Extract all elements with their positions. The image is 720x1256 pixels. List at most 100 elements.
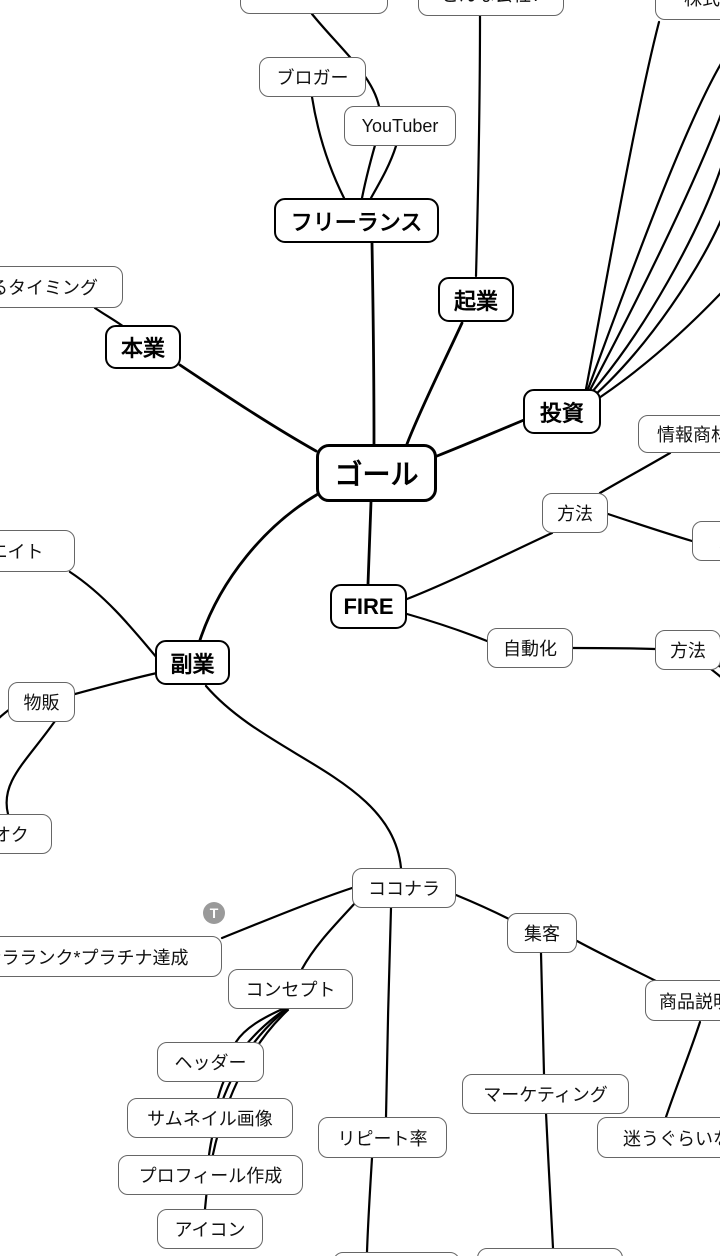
node-automation[interactable]: 自動化 (487, 628, 573, 668)
edge-resale-sidejob (73, 671, 159, 696)
edge-attract-productdesc (575, 939, 660, 984)
node-repeat-rate[interactable]: リピート率 (318, 1117, 447, 1158)
node-label: ヘッダー (174, 1053, 247, 1073)
edge-sidejob-coconala (204, 684, 403, 870)
node-platinum-rank[interactable]: ナラランク*プラチナ達成 (0, 936, 222, 977)
node-investment[interactable]: 投資 (523, 389, 601, 434)
node-quit-timing[interactable]: るタイミング (0, 266, 123, 308)
edge-root-fire (366, 500, 373, 586)
edge-root-startup (405, 321, 464, 446)
node-label: FIRE (343, 593, 394, 619)
node-label: リピート率 (337, 1128, 428, 1149)
node-fire[interactable]: FIRE (330, 584, 407, 629)
node-label: 本業 (120, 336, 165, 361)
t-badge-icon[interactable]: T (203, 902, 225, 924)
edge-marketing-bottom (544, 1111, 555, 1250)
node-marketing[interactable]: マーケティング (462, 1074, 629, 1114)
node-label: 集客 (524, 924, 560, 944)
node-s-partial[interactable]: ス (692, 521, 720, 561)
node-freelance[interactable]: フリーランス (274, 198, 439, 243)
node-label: コンセプト (245, 980, 336, 1000)
node-label: 自動化 (503, 639, 557, 659)
node-label: 株式投資 (684, 0, 720, 11)
node-attract-customers[interactable]: 集客 (507, 913, 577, 953)
node-label: サムネイル画像 (147, 1109, 273, 1129)
node-label: 起業 (453, 288, 498, 314)
edge-repeat-bottom (365, 1156, 374, 1254)
edge-resale-auction (5, 719, 57, 816)
node-header[interactable]: ヘッダー (157, 1042, 264, 1082)
node-side-job[interactable]: 副業 (155, 640, 230, 685)
node-label: エイト (0, 542, 44, 562)
edge-coconala-rank (220, 886, 354, 940)
node-label: 投資 (539, 400, 584, 426)
node-profile-creation[interactable]: プロフィール作成 (118, 1155, 303, 1195)
node-method-right[interactable]: 方法 (655, 630, 720, 670)
edge-root-sidejob (198, 492, 320, 642)
node-concept[interactable]: コンセプト (228, 969, 353, 1009)
node-thumbnail-image[interactable]: サムネイル画像 (127, 1098, 293, 1138)
edge-root-freelance (370, 241, 376, 446)
node-auction[interactable]: オク (0, 814, 52, 854)
node-hesitate[interactable]: 迷うぐらいな (597, 1117, 720, 1158)
node-label: 物販 (23, 693, 60, 713)
node-icon[interactable]: アイコン (157, 1209, 263, 1249)
node-youtuber[interactable]: YouTuber (344, 106, 456, 146)
node-blogger[interactable]: ブロガー (259, 57, 366, 97)
node-bottom-partial-b[interactable] (477, 1248, 623, 1256)
edge-root-mainjob (178, 363, 318, 453)
node-label: オク (0, 825, 29, 845)
edge-investment-fan4 (590, 167, 720, 394)
node-stock-investment[interactable]: 株式投資 (655, 0, 720, 20)
node-method-upper[interactable]: 方法 (542, 493, 608, 533)
edge-company-startup (474, 14, 482, 278)
node-label: クリエイター (260, 0, 367, 5)
edge-method-infoproduct (598, 451, 672, 495)
node-label: 商品説明 (659, 991, 720, 1012)
node-label: 迷うぐらいな (623, 1128, 720, 1149)
node-label: ス (718, 528, 720, 554)
edge-concept-header (234, 1005, 289, 1044)
node-label: 情報商材 (657, 425, 720, 445)
node-info-product[interactable]: 情報商材 (638, 415, 720, 453)
node-label: 方法 (557, 504, 593, 524)
node-label: ゴール (334, 459, 419, 490)
node-main-job[interactable]: 本業 (105, 325, 181, 369)
edge-attract-marketing (539, 951, 546, 1076)
edge-investment-fan1 (584, 20, 661, 391)
node-bottom-partial-a[interactable] (333, 1252, 460, 1256)
node-label: 副業 (170, 651, 215, 677)
node-label: ブロガー (276, 68, 349, 88)
edge-coconala-repeat (384, 906, 393, 1119)
node-affiliate[interactable]: エイト (0, 530, 75, 572)
edge-method-s (606, 512, 694, 543)
node-label: フリーランス (290, 209, 423, 235)
node-label: アイコン (174, 1220, 246, 1240)
edge-affiliate-sidejob (68, 570, 159, 660)
edge-automation-method (571, 646, 657, 651)
node-label: プロフィール作成 (138, 1166, 283, 1186)
edge-coconala-concept (300, 900, 358, 971)
node-coconala[interactable]: ココナラ (352, 868, 456, 908)
node-company[interactable]: どんな会社? (418, 0, 564, 16)
edge-coconala-attract (454, 893, 511, 921)
edge-fire-method (405, 531, 554, 601)
node-resale[interactable]: 物販 (8, 682, 75, 722)
edge-investment-fan2 (586, 63, 720, 391)
edge-productdesc-hesitate (664, 1020, 702, 1119)
edge-blogger-freelance (310, 95, 346, 200)
edge-investment-fan5 (593, 219, 720, 397)
edge-investment-fan3 (588, 114, 720, 392)
node-product-description[interactable]: 商品説明 (645, 980, 720, 1021)
edge-investment-fan6 (597, 292, 720, 400)
node-startup[interactable]: 起業 (438, 277, 514, 322)
edge-youtuber-freelance (369, 144, 398, 200)
edge-root-investment (435, 418, 526, 458)
node-goal-root[interactable]: ゴール (316, 444, 437, 502)
node-label: マーケティング (483, 1085, 608, 1105)
node-label: YouTuber (361, 115, 439, 136)
edge-fire-automation (405, 612, 489, 643)
node-creator[interactable]: クリエイター (240, 0, 388, 14)
node-label: るタイミング (0, 278, 98, 298)
